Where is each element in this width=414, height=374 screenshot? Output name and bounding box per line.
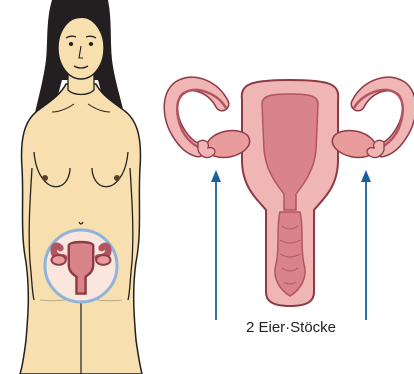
- right-eye: [89, 42, 93, 46]
- left-arrow-head: [211, 170, 221, 182]
- pelvis-inset: [45, 230, 117, 302]
- woman-figure: [20, 0, 142, 374]
- cervix: [275, 212, 305, 296]
- right-arrow: [361, 170, 371, 320]
- left-nipple: [42, 175, 48, 181]
- uterus-diagram: [171, 80, 409, 306]
- ovaries-caption: 2 Eier·Stöcke: [246, 319, 336, 336]
- left-arrow: [211, 170, 221, 320]
- right-nipple: [114, 175, 120, 181]
- right-arrow-head: [361, 170, 371, 182]
- left-eye: [69, 42, 73, 46]
